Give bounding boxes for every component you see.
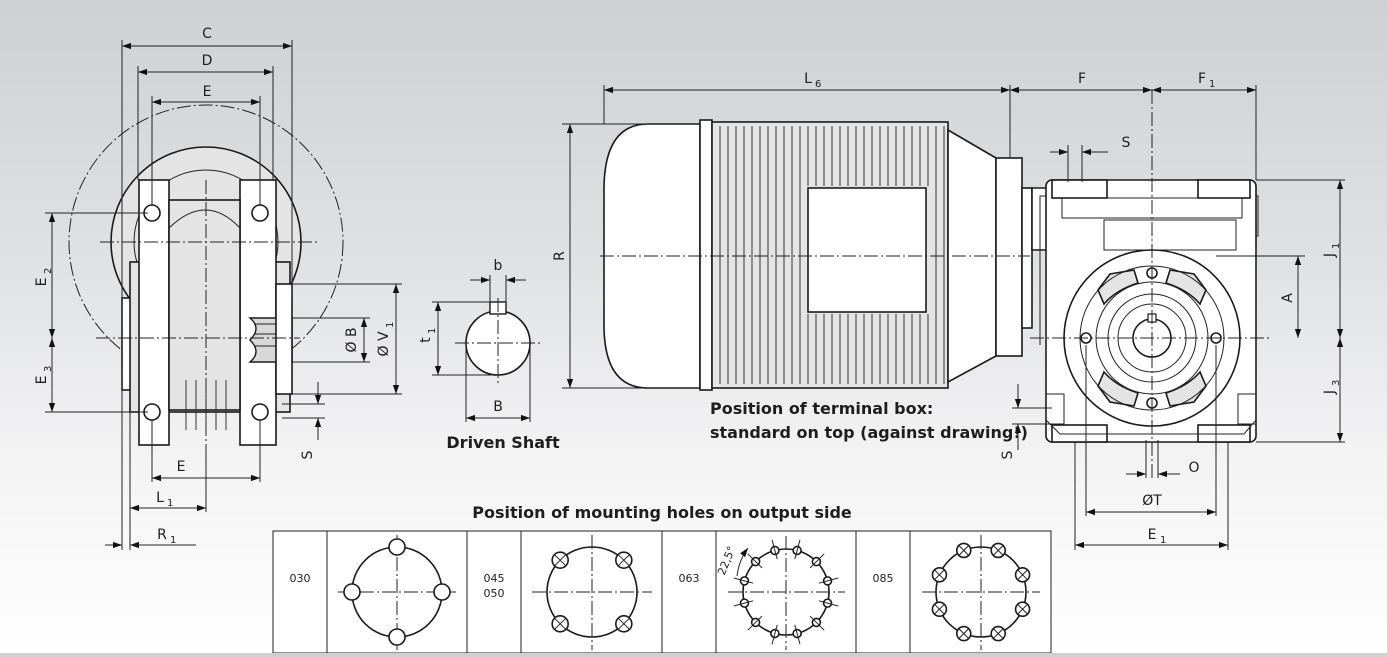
code-050: 050 — [484, 587, 505, 600]
dim-e2: E 2 — [34, 268, 54, 287]
svg-text:Ø V: Ø V — [376, 331, 392, 356]
dim-e-top: E — [203, 84, 212, 100]
svg-text:1: 1 — [167, 498, 173, 509]
dim-s-right: S — [1000, 450, 1016, 459]
dim-r: R — [552, 251, 568, 261]
svg-text:J: J — [1322, 390, 1338, 395]
svg-text:E: E — [1148, 527, 1157, 543]
hole-pattern-030 — [338, 535, 456, 650]
dim-t1: t 1 — [418, 328, 438, 343]
gearbox-front-view — [68, 104, 344, 455]
hole-pattern-063: 22,5° — [715, 536, 845, 650]
svg-text:F: F — [1198, 71, 1206, 87]
mounting-holes-table: 030 045 050 063 085 22, — [272, 530, 1052, 654]
left-view-dimensions — [45, 40, 402, 550]
svg-text:J: J — [1322, 253, 1338, 258]
dim-l1: L 1 — [156, 490, 173, 509]
hole-pattern-085 — [922, 535, 1040, 650]
svg-text:1: 1 — [170, 535, 176, 546]
driven-shaft-view — [432, 275, 540, 422]
svg-text:2: 2 — [43, 268, 54, 274]
dim-s-left: S — [300, 450, 316, 459]
svg-text:1: 1 — [385, 322, 396, 328]
caption-terminal-box-line1: Position of terminal box: — [710, 399, 933, 418]
dim-f1: F 1 — [1198, 71, 1215, 90]
svg-text:1: 1 — [1331, 243, 1342, 249]
caption-terminal-box-line2: standard on top (against drawing!) — [710, 423, 1028, 442]
dim-a: A — [1280, 293, 1296, 303]
dim-r1: R 1 — [157, 527, 176, 546]
code-030: 030 — [290, 572, 311, 585]
dim-dia-b: Ø B — [344, 327, 360, 352]
caption-driven-shaft: Driven Shaft — [446, 433, 560, 452]
driven-shaft-labels: b t 1 B Driven Shaft — [418, 258, 560, 452]
terminal-box — [807, 187, 927, 313]
svg-text:1: 1 — [427, 328, 438, 334]
dim-o: O — [1188, 460, 1199, 476]
dim-l6: L 6 — [804, 71, 821, 90]
dim-dia-t: ØT — [1142, 493, 1162, 509]
svg-text:3: 3 — [43, 366, 54, 372]
svg-text:t: t — [418, 337, 434, 343]
code-085: 085 — [873, 572, 894, 585]
svg-text:1: 1 — [1209, 79, 1215, 90]
right-view-dimensions — [562, 85, 1345, 550]
dim-f: F — [1078, 71, 1086, 87]
dim-e1: E 1 — [1148, 527, 1167, 546]
svg-text:6: 6 — [815, 79, 821, 90]
dim-s-top: S — [1122, 135, 1131, 151]
svg-text:L: L — [156, 490, 164, 506]
dim-dia-v1: Ø V 1 — [376, 322, 396, 357]
dim-j1: J 1 — [1322, 243, 1342, 258]
code-045: 045 — [484, 572, 505, 585]
svg-text:L: L — [804, 71, 812, 87]
svg-text:3: 3 — [1331, 380, 1342, 386]
left-view-labels: C D E E 2 E 3 Ø B Ø V 1 S E L 1 R 1 — [34, 26, 396, 546]
dim-b-small: b — [494, 258, 503, 274]
dim-j3: J 3 — [1322, 380, 1342, 395]
gearbox-side-view — [1030, 90, 1270, 478]
code-063: 063 — [679, 572, 700, 585]
dim-c: C — [202, 26, 212, 42]
svg-text:E: E — [34, 278, 50, 287]
hole-pattern-045-050 — [532, 535, 652, 650]
svg-text:R: R — [157, 527, 167, 543]
dim-d: D — [202, 53, 213, 69]
svg-text:E: E — [34, 376, 50, 385]
motor-side-view — [600, 119, 1033, 391]
dim-e3: E 3 — [34, 366, 54, 385]
svg-text:1: 1 — [1160, 535, 1166, 546]
caption-mounting-holes: Position of mounting holes on output sid… — [472, 503, 852, 522]
cooling-fins — [719, 126, 945, 384]
right-view-labels: L 6 R F F 1 S J 1 A J 3 S O ØT E 1 Posit… — [552, 71, 1342, 546]
dim-e-bottom: E — [177, 459, 186, 475]
dim-b-big: B — [493, 399, 503, 415]
